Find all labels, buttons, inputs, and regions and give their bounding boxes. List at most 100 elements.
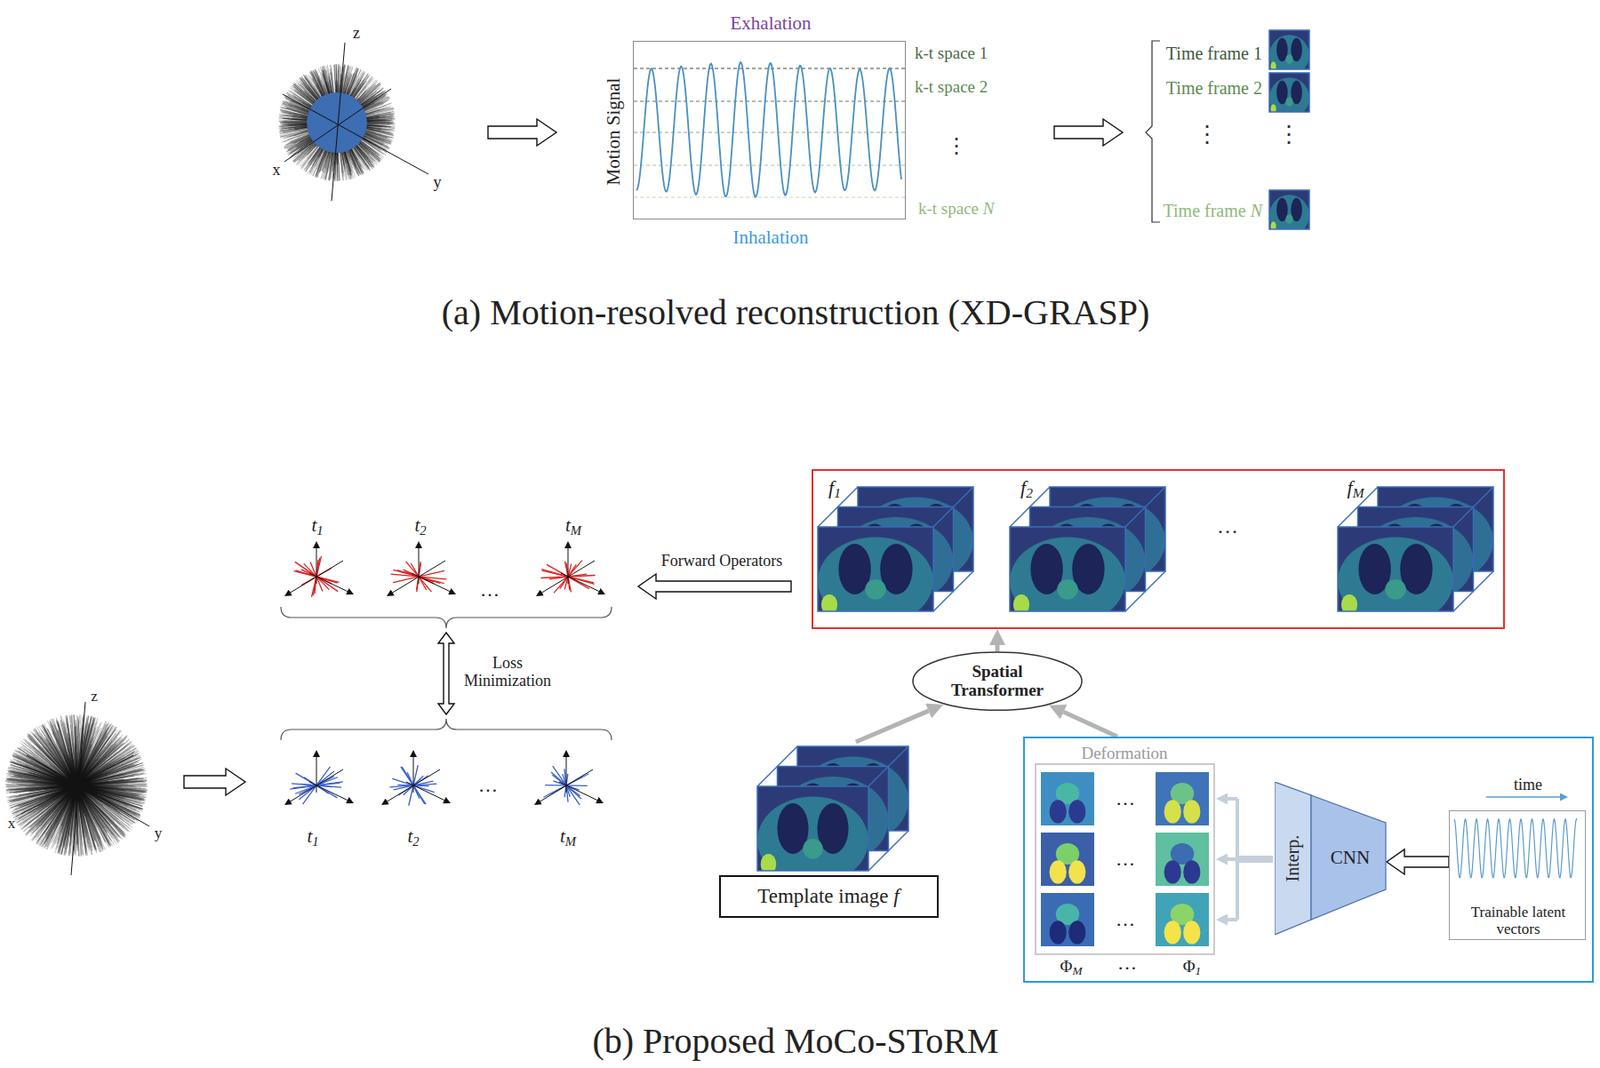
svg-span: Motion — [602, 130, 624, 186]
node-text: CNN — [1330, 848, 1370, 869]
svg-line — [1235, 856, 1273, 864]
svg-sub: 2 — [412, 834, 419, 849]
svg-span: Time — [1163, 200, 1201, 221]
label-text: … — [480, 579, 500, 601]
slice-border — [757, 786, 869, 872]
svg-span: space — [937, 43, 976, 63]
svg-span: Operators — [719, 552, 783, 570]
mri-slice — [838, 507, 954, 592]
slice-border — [1009, 527, 1126, 612]
axis-line — [282, 94, 429, 175]
label-text: ⋮ — [1195, 122, 1219, 149]
label-text: tM — [560, 826, 576, 848]
label-text: t1 — [306, 826, 319, 848]
kspace-spokes — [290, 548, 348, 598]
bracket — [1145, 40, 1160, 223]
spoke — [298, 85, 376, 161]
spoke — [301, 78, 373, 168]
label-text: ⋮ — [945, 134, 968, 158]
svg-span: Proposed — [642, 1021, 776, 1062]
spoke — [289, 88, 384, 159]
spoke — [299, 89, 374, 155]
deformation-map — [1155, 893, 1209, 947]
svg-ellipse — [760, 854, 777, 872]
svg-ellipse — [802, 839, 824, 860]
svg-rect — [1040, 832, 1095, 887]
svg-span: Interp. — [1282, 835, 1303, 883]
svg-span: t — [414, 514, 420, 536]
label-text: x — [272, 161, 281, 180]
svg-ellipse — [1068, 800, 1086, 824]
svg-span — [975, 77, 980, 96]
spoke — [306, 90, 368, 155]
slice-border — [1269, 30, 1310, 70]
volume-edge — [1125, 487, 1166, 528]
spoke — [296, 88, 377, 159]
svg-span: f — [828, 476, 834, 499]
svg-span: x — [8, 815, 16, 832]
label-text: Φ1 — [1183, 958, 1202, 977]
volume-edge — [1453, 487, 1494, 528]
svg-span: Minimization — [464, 672, 552, 690]
deformation-panel — [1035, 764, 1215, 955]
axis-line — [26, 755, 150, 827]
mri-slice — [1358, 507, 1474, 592]
spoke — [305, 74, 369, 172]
svg-ellipse — [1164, 860, 1182, 884]
arrow-line — [406, 782, 445, 801]
cnn-block: Interp. CNN — [1274, 782, 1387, 936]
node-text: Trainable latent vectors — [1451, 904, 1585, 938]
spoke — [305, 75, 369, 170]
svg-span: reconstruction — [736, 292, 940, 333]
svg-span: 1 — [1253, 43, 1263, 64]
svg-span: k-t — [914, 43, 934, 63]
svg-span — [480, 292, 490, 333]
node-text: Motion Signal — [603, 78, 624, 186]
spoke — [294, 82, 381, 162]
svg-span: t — [306, 825, 312, 848]
node-text: Interp. — [1282, 835, 1303, 883]
mri-slice — [1269, 72, 1310, 112]
svg-span: y — [433, 173, 442, 192]
svg-ellipse — [1269, 34, 1310, 70]
template-box: Template image f — [719, 742, 939, 919]
svg-span — [715, 552, 720, 570]
spoke — [294, 82, 380, 163]
arrow-line — [1227, 857, 1238, 862]
kspace-center — [306, 92, 368, 153]
arrow-connector — [1064, 712, 1118, 737]
block-arrow — [438, 632, 455, 715]
interp-part — [1274, 782, 1312, 936]
axes — [282, 42, 429, 201]
node-text: f2 — [1020, 477, 1033, 499]
deformation-map — [1040, 772, 1095, 826]
block-arrow — [488, 119, 557, 146]
svg-span: image — [838, 885, 888, 908]
spoke — [294, 82, 381, 163]
svg-span: … — [1115, 848, 1136, 871]
svg-span: k-t — [918, 199, 937, 218]
kspace-spokes — [391, 548, 450, 593]
svg-span: 1 — [979, 43, 989, 63]
spoke — [294, 84, 381, 162]
bin-threshold — [633, 197, 905, 199]
label-text: (a) Motion-resolved reconstruction (XD-G… — [441, 293, 1151, 333]
mri-slice — [1009, 527, 1126, 612]
slice-border — [1269, 72, 1310, 112]
label-text: tM — [565, 515, 582, 536]
svg-span: space — [941, 199, 979, 218]
image-series-box: f1f2fM — [811, 469, 1505, 630]
label-text: (b) Proposed MoCo-SToRM — [592, 1022, 999, 1062]
deformation-map — [1040, 893, 1095, 947]
spoke — [304, 77, 370, 168]
image-volume — [1009, 487, 1166, 625]
svg-span: 2 — [1253, 78, 1263, 98]
block-arrow-connector — [1386, 849, 1449, 875]
svg-ellipse — [1270, 104, 1276, 112]
arrow-line — [566, 757, 568, 793]
spoke — [296, 81, 377, 164]
volume-edge — [868, 831, 909, 872]
svg-sub: 1 — [316, 523, 323, 538]
svg-span: ⋮ — [1195, 121, 1219, 148]
svg-ellipse — [1183, 920, 1200, 944]
